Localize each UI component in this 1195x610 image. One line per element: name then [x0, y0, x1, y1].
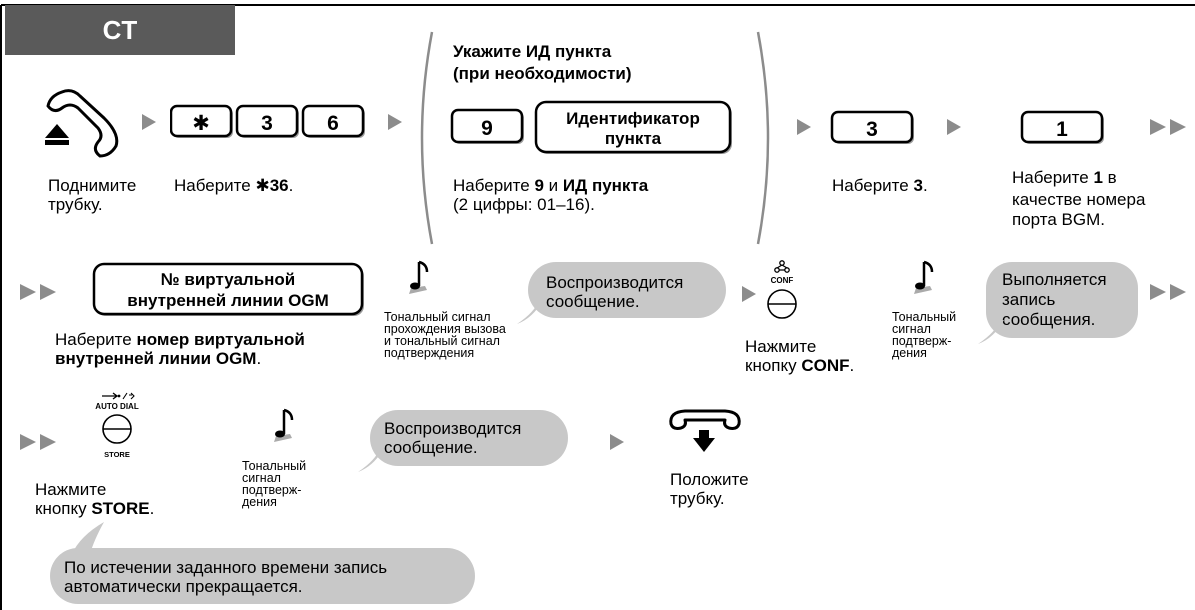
conference-icon: CONF: [767, 260, 797, 319]
key-6: 6: [327, 112, 339, 135]
tone3-line3: подтверж-: [242, 483, 302, 497]
tone2-line4: дения: [892, 346, 927, 360]
musical-note-icon: [274, 408, 294, 442]
press-conf-line1: Нажмите: [745, 337, 817, 356]
dial9-caption-line1: Наберите 9 и ИД пункта: [453, 176, 649, 195]
dial-keys-star-3-6: ✱ 3 6: [170, 104, 365, 138]
musical-note-icon: [409, 260, 429, 294]
bubble-tail: [978, 320, 1004, 344]
conf-key-label: CONF: [771, 276, 794, 285]
press-store-line2: кнопку STORE.: [35, 499, 155, 518]
dial1-caption-line1: Наберите 1 в: [1012, 168, 1117, 187]
optional-site-id-bracket: [420, 31, 770, 245]
auto-dial-label: AUTO DIAL: [95, 402, 139, 411]
continue-arrow-icon: [1150, 119, 1186, 135]
dial1-caption-line3: порта BGM.: [1012, 210, 1105, 229]
key-star: ✱: [192, 112, 210, 135]
recording-bubble: Выполняется запись сообщения.: [986, 262, 1138, 338]
next-step-arrow-icon: [797, 119, 811, 135]
bubble3-line2: сообщение.: [384, 438, 478, 457]
auto-dial-store-icon: AUTO DIAL STORE: [95, 392, 139, 459]
ogm-extension-key: № виртуальной внутренней линии OGM: [92, 262, 364, 316]
tone2-line3: подтверж-: [892, 334, 952, 348]
key-3b: 3: [866, 118, 878, 141]
tone1-line1: Тональный сигнал: [384, 310, 491, 324]
bubble-tail: [72, 522, 104, 554]
dial1-caption-line2: качестве номера: [1012, 190, 1146, 209]
bubble1-line2: сообщение.: [546, 292, 640, 311]
tone2-line2: сигнал: [892, 322, 931, 336]
tone1-line2: прохождения вызова: [384, 322, 506, 336]
ogm-caption-line2: внутренней линии OGM.: [55, 349, 262, 368]
dial-keys-9-site-id: 9 Идентификатор пункта: [450, 100, 732, 154]
bubble-tail: [358, 448, 384, 472]
offhook-caption-line2: трубку.: [48, 195, 103, 214]
onhook-caption-line1: Положите: [670, 470, 749, 489]
ogm-key-line1: № виртуальной: [161, 270, 296, 289]
bubble3-line1: Воспроизводится: [384, 419, 522, 438]
ogm-key-line2: внутренней линии OGM: [127, 291, 328, 310]
next-step-arrow-icon: [142, 114, 156, 130]
note-line2: автоматически прекращается.: [64, 577, 303, 596]
next-step-arrow-icon: [742, 286, 756, 302]
key-1: 1: [1056, 118, 1068, 141]
dial9-caption-line2: (2 цифры: 01–16).: [453, 195, 595, 214]
bubble2-line2: запись: [1002, 290, 1056, 309]
auto-stop-note-bubble: По истечении заданного времени запись ав…: [50, 548, 475, 604]
next-step-arrow-icon: [388, 114, 402, 130]
bubble1-line1: Воспроизводится: [546, 273, 684, 292]
tone2-line1: Тональный: [892, 310, 957, 324]
site-id-key-line1: Идентификатор: [566, 109, 700, 128]
site-id-key-line2: пункта: [605, 129, 662, 148]
dial-key-1: 1: [1020, 110, 1104, 144]
ct-mode-tab: CT: [5, 5, 235, 55]
press-conf-line2: кнопку CONF.: [745, 356, 855, 375]
offhook-caption-line1: Поднимите: [48, 176, 137, 195]
bubble2-line1: Выполняется: [1002, 270, 1107, 289]
onhook-caption-line2: трубку.: [670, 489, 725, 508]
dial3-caption: Наберите 3.: [832, 176, 928, 195]
musical-note-icon: [914, 260, 934, 294]
off-hook-handset-icon: [45, 89, 119, 158]
ogm-caption-line1: Наберите номер виртуальной: [55, 330, 305, 349]
continue-arrow-icon: [20, 434, 56, 450]
continue-arrow-icon: [20, 284, 56, 300]
tone3-line4: дения: [242, 495, 277, 509]
continue-arrow-icon: [1150, 284, 1186, 300]
next-step-arrow-icon: [947, 119, 961, 135]
next-step-arrow-icon: [610, 434, 624, 450]
bubble2-line3: сообщения.: [1002, 310, 1096, 329]
note-line1: По истечении заданного времени запись: [64, 558, 388, 577]
key-9: 9: [481, 117, 493, 140]
on-hook-handset-icon: [669, 409, 741, 452]
store-label: STORE: [104, 450, 130, 459]
dial36-caption: Наберите ✱36.: [174, 176, 294, 195]
message-playback-bubble: Воспроизводится сообщение.: [528, 262, 726, 318]
dial-key-3: 3: [830, 110, 914, 144]
message-playback-bubble-2: Воспроизводится сообщение.: [370, 410, 568, 466]
tone3-line2: сигнал: [242, 471, 281, 485]
site-id-title-line2: (при необходимости): [453, 64, 632, 83]
tone1-line3: и тональный сигнал: [384, 334, 500, 348]
site-id-title-line1: Укажите ИД пункта: [453, 42, 612, 61]
tone3-line1: Тональный: [242, 459, 307, 473]
bubble-tail: [517, 300, 543, 324]
press-store-line1: Нажмите: [35, 480, 107, 499]
tone1-line4: подтверждения: [384, 346, 475, 360]
key-3: 3: [261, 112, 273, 135]
